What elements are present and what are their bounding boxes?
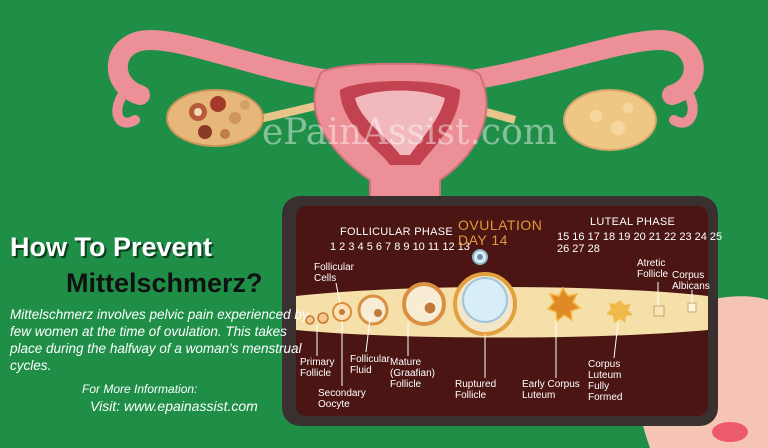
left-ovary [166,89,264,147]
right-ovary [563,89,657,151]
label-mature-follicle: Mature (Graafian) Follicle [390,357,436,390]
luteal-days-line2: 26 27 28 [557,243,600,255]
info-url: Visit: www.epainassist.com [90,398,258,414]
label-secondary-oocyte: Secondary Oocyte [318,388,366,410]
follicular-phase-label: FOLLICULAR PHASE [340,226,454,238]
ovulation-label: OVULATION [458,217,543,233]
right-fimbriae [669,85,698,128]
left-fallopian-tube [107,29,340,105]
follicular-days: 1 2 3 4 5 6 7 8 9 10 11 12 13 [330,241,470,253]
title-line2: Mittelschmerz? [66,268,263,298]
label-early-corpus-luteum: Early Corpus Luteum [522,379,580,401]
label-atretic-follicle: Atretic Follicle [637,258,669,280]
label-primary-follicle: Primary Follicle [300,357,335,379]
watermark: ePainAssist.com [262,112,557,153]
label-corpus-luteum-formed: Corpus Luteum Fully Formed [588,359,623,403]
title-line1: How To Prevent [10,232,213,262]
label-corpus-albicans: Corpus Albicans [672,270,710,292]
info-label: For More Information: [82,382,198,396]
description: Mittelschmerz involves pelvic pain exper… [10,307,309,373]
ovulation-day: DAY 14 [458,232,508,248]
label-follicular-cells: Follicular Cells [314,262,355,284]
right-fallopian-tube [460,29,704,105]
luteal-phase-label: LUTEAL PHASE [590,216,676,228]
label-follicular-fluid: Follicular Fluid [350,354,391,376]
left-fimbriae [112,85,140,128]
luteal-days-line1: 15 16 17 18 19 20 21 22 23 24 25 [557,231,723,243]
label-ruptured-follicle: Ruptured Follicle [455,379,497,401]
